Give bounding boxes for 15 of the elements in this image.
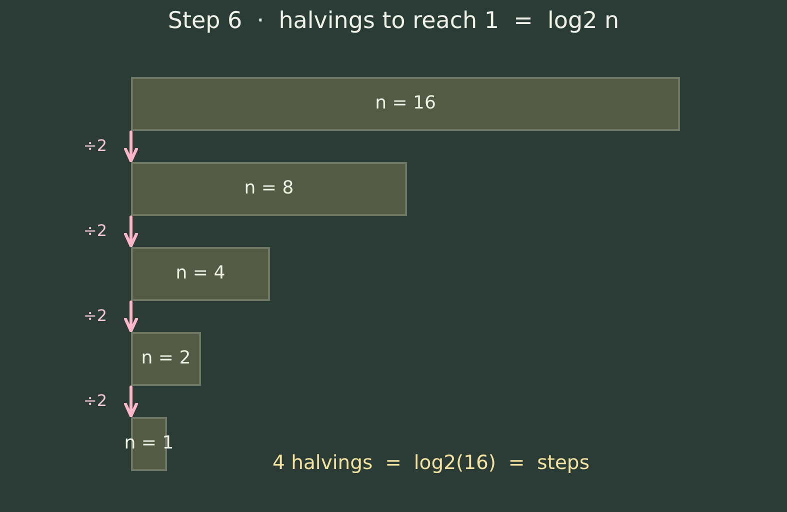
arrow bbox=[124, 216, 138, 248]
bar bbox=[131, 332, 201, 386]
bar-label: n = 1 bbox=[124, 434, 174, 454]
title: Step 6 · halvings to reach 1 = log2 n bbox=[168, 8, 620, 34]
bar bbox=[131, 162, 407, 216]
bar bbox=[131, 77, 680, 131]
arrow bbox=[124, 300, 138, 332]
bar-label: n = 8 bbox=[244, 178, 294, 200]
arrow bbox=[124, 386, 138, 418]
bar bbox=[131, 247, 270, 301]
bar-label: n = 16 bbox=[375, 94, 436, 114]
note: 4 halvings = log2(16) = steps bbox=[272, 452, 590, 474]
bar-label: n = 4 bbox=[176, 264, 226, 284]
bar-label: n = 2 bbox=[141, 348, 191, 370]
arrow bbox=[124, 130, 138, 162]
